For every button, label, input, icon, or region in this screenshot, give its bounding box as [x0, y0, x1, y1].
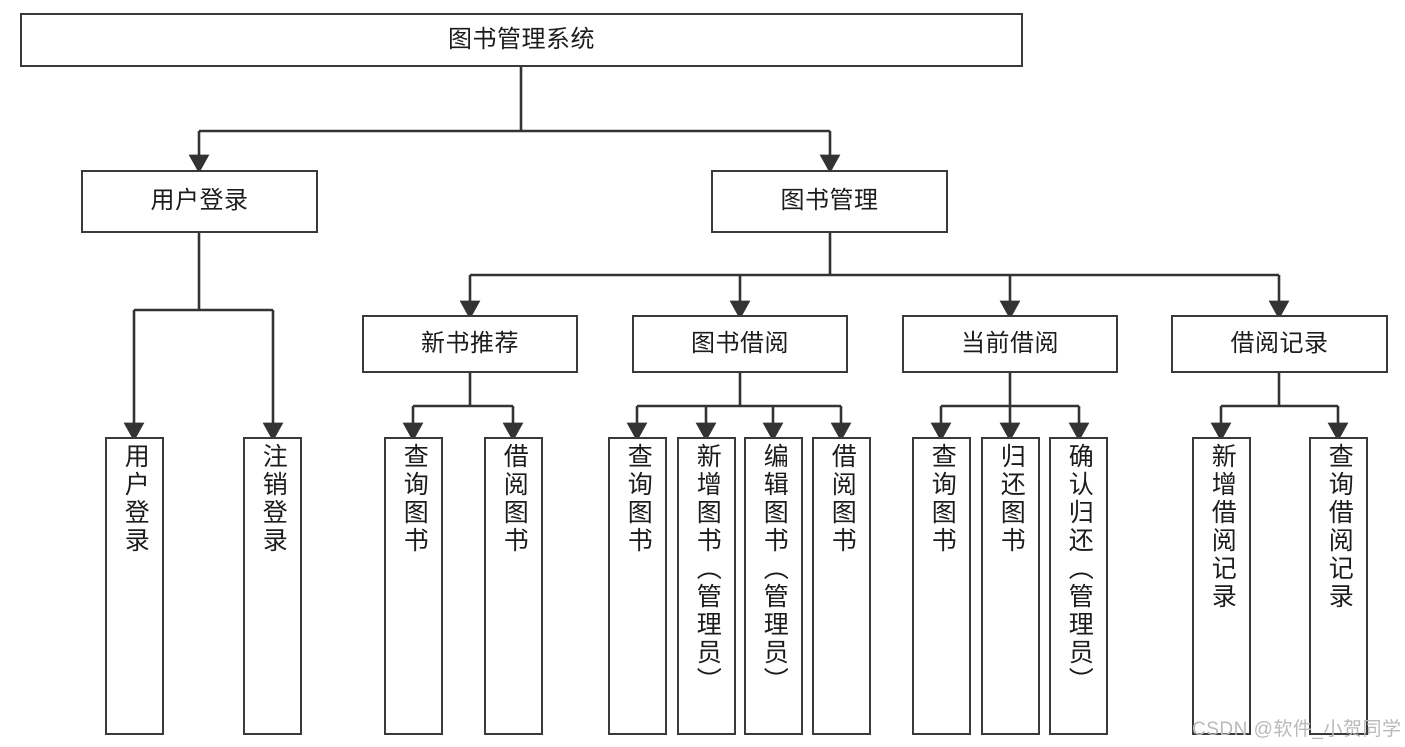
leaf-query-book-borrow[interactable]: 查询图书 — [608, 437, 667, 735]
node-label: 用户登录 — [121, 443, 150, 555]
node-label: 查询借阅记录 — [1325, 443, 1354, 611]
leaf-add-borrow-record[interactable]: 新增借阅记录 — [1192, 437, 1251, 735]
node-label: 查询图书 — [400, 443, 429, 555]
node-book-borrowing[interactable]: 图书借阅 — [632, 315, 848, 373]
node-label: 新增图书（管理员） — [693, 443, 722, 695]
node-root-book-management-system[interactable]: 图书管理系统 — [20, 13, 1023, 67]
node-label: 用户登录 — [150, 187, 249, 215]
leaf-query-borrow-record[interactable]: 查询借阅记录 — [1309, 437, 1368, 735]
node-label: 图书管理系统 — [448, 25, 595, 53]
node-label: 图书管理 — [780, 187, 879, 215]
leaf-user-login[interactable]: 用户登录 — [105, 437, 164, 735]
node-label: 新书推荐 — [421, 329, 519, 357]
node-current-borrowing[interactable]: 当前借阅 — [902, 315, 1118, 373]
leaf-borrow-book-recommend[interactable]: 借阅图书 — [484, 437, 543, 735]
node-user-login[interactable]: 用户登录 — [81, 170, 318, 233]
leaf-edit-book-admin[interactable]: 编辑图书（管理员） — [744, 437, 803, 735]
leaf-logout[interactable]: 注销登录 — [243, 437, 302, 735]
node-label: 编辑图书（管理员） — [760, 443, 789, 695]
leaf-add-book-admin[interactable]: 新增图书（管理员） — [677, 437, 736, 735]
leaf-confirm-return-admin[interactable]: 确认归还（管理员） — [1049, 437, 1108, 735]
leaf-borrow-book[interactable]: 借阅图书 — [812, 437, 871, 735]
node-label: 新增借阅记录 — [1208, 443, 1237, 611]
node-label: 当前借阅 — [961, 329, 1059, 357]
leaf-query-book-recommend[interactable]: 查询图书 — [384, 437, 443, 735]
node-label: 借阅记录 — [1230, 329, 1329, 357]
node-new-book-recommendation[interactable]: 新书推荐 — [362, 315, 578, 373]
node-label: 查询图书 — [928, 443, 957, 555]
node-label: 图书借阅 — [691, 329, 789, 357]
csdn-watermark: CSDN @软件_小贺同学 — [1192, 719, 1402, 740]
node-label: 查询图书 — [624, 443, 653, 555]
node-borrowing-records[interactable]: 借阅记录 — [1171, 315, 1388, 373]
leaf-return-book[interactable]: 归还图书 — [981, 437, 1040, 735]
node-label: 确认归还（管理员） — [1065, 443, 1094, 695]
leaf-query-book-current[interactable]: 查询图书 — [912, 437, 971, 735]
node-label: 归还图书 — [997, 443, 1026, 555]
node-label: 注销登录 — [259, 443, 288, 555]
node-label: 借阅图书 — [500, 443, 529, 555]
node-label: 借阅图书 — [828, 443, 857, 555]
node-book-management[interactable]: 图书管理 — [711, 170, 948, 233]
